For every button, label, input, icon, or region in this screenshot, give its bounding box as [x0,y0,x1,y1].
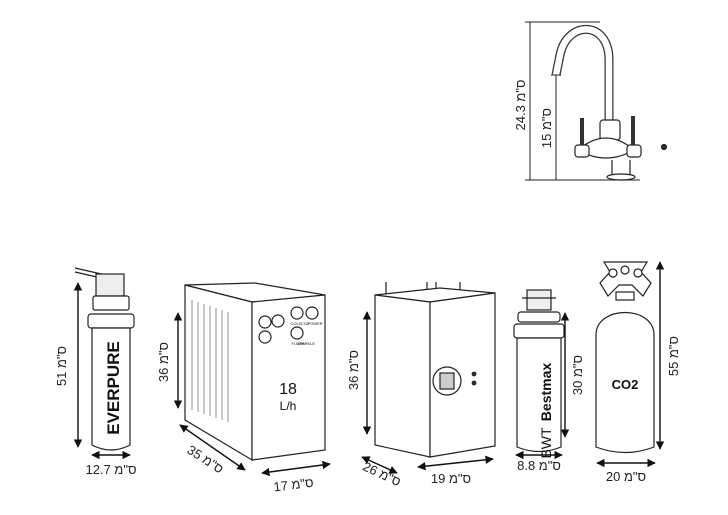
boiler-group: 36 ס"מ 26 ס"מ 19 ס"מ [346,282,496,490]
bwt-model-label: Bestmax [538,363,554,422]
boiler-width-label: 19 ס"מ [431,471,471,486]
boiler-depth-label: 26 ס"מ [361,459,404,490]
chiller-capacity-value: 18 [279,381,297,398]
chiller-panel-label-5: SPARKLE [297,341,315,346]
bwt-height-label: 30 ס"מ [570,355,585,395]
chiller-panel-label-4: FLUSH [291,341,304,346]
chiller-width-arrow [261,460,331,477]
co2-width-label: 20 ס"מ [606,469,646,484]
filter-height-label: 51 ס"מ [54,346,69,386]
chiller-panel-label-2: CO2 [301,321,310,326]
bwt-group: Bestmax BWT 30 ס"מ 8.8 ס"מ [513,289,585,473]
faucet-group: 24.3 ס"מ 15 ס"מ [513,21,668,181]
filter-brand-label: EVERPURE [104,341,123,435]
chiller-group: COLD CO2 POWER FLUSH SPARKLE 18 L/h 36 ס… [156,282,331,495]
boiler-depth-arrow [361,456,398,474]
filter-group: EVERPURE 51 ס"מ 12.7 ס"מ [54,267,137,477]
chiller-panel-label-3: POWER [307,321,322,326]
faucet-illustration [551,24,668,181]
chiller-height-label: 36 ס"מ [156,342,171,382]
bwt-width-label: 8.8 ס"מ [517,458,561,473]
boiler-height-label: 36 ס"מ [346,350,361,390]
filter-width-label: 12.7 ס"מ [86,462,137,477]
co2-group: CO2 55 ס"מ 20 ס"מ [595,261,681,484]
boiler-width-arrow [417,455,494,471]
chiller-capacity-unit: L/h [280,399,297,413]
chiller-depth-label: 35 ס"מ [185,442,227,476]
co2-label: CO2 [612,377,639,392]
chiller-depth-arrow [179,424,246,471]
filter-illustration [74,267,135,451]
co2-height-label: 55 ס"מ [666,336,681,376]
chiller-width-label: 17 ס"מ [273,475,315,495]
bwt-brand-label: BWT [538,427,554,459]
boiler-illustration [374,282,496,458]
faucet-height-spout-label: 15 ס"מ [539,108,554,148]
chiller-illustration [184,282,326,462]
chiller-panel-label-1: COLD [290,321,301,326]
faucet-height-total-label: 24.3 ס"מ [513,80,528,131]
co2-illustration [595,261,655,454]
